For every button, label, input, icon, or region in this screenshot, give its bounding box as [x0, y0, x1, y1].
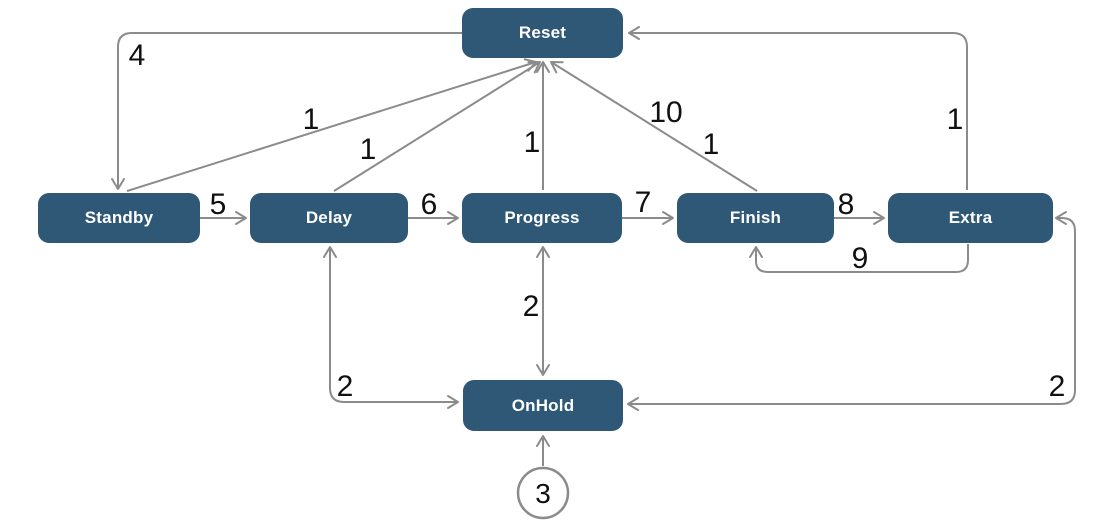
- start-state-circle: [516, 466, 570, 520]
- node-progress: Progress: [462, 193, 622, 243]
- edge-group: [111, 26, 1076, 466]
- edge-label-finish-extra: 8: [838, 188, 855, 221]
- edge-finish-reset: [550, 60, 758, 192]
- edge-label-delay-progress: 6: [421, 188, 438, 221]
- edge-label-finish-reset: 1: [703, 128, 720, 161]
- node-standby: Standby: [38, 193, 200, 243]
- node-label-onhold: OnHold: [511, 395, 575, 415]
- node-reset: Reset: [462, 8, 623, 58]
- edge-reset-standby: [111, 32, 462, 190]
- edge-extra-reset: [628, 26, 968, 190]
- edge-label-extra-onhold: 2: [1049, 370, 1066, 403]
- edge-label-group: 4 5 6 7 8 9 1 1 1 1 10 1 2 2 2: [129, 39, 1066, 403]
- node-delay: Delay: [250, 193, 408, 243]
- node-finish: Finish: [677, 193, 834, 243]
- edge-label-delay-reset: 1: [360, 133, 377, 166]
- node-label-progress: Progress: [504, 208, 580, 227]
- node-extra: Extra: [888, 193, 1053, 243]
- edge-delay-reset: [333, 61, 541, 192]
- edge-label-standby-delay: 5: [210, 188, 227, 221]
- start-state-label: 3: [535, 478, 551, 509]
- node-label-delay: Delay: [305, 208, 353, 227]
- edge-extra-onhold: [627, 211, 1076, 411]
- edge-label-progress-reset: 1: [524, 126, 541, 159]
- node-onhold: OnHold: [463, 380, 623, 431]
- edge-label-extra-finish: 9: [852, 242, 869, 275]
- edge-label-standby-reset: 1: [303, 103, 320, 136]
- edge-standby-reset: [126, 58, 537, 192]
- edge-label-extra-reset: 1: [947, 103, 964, 136]
- node-label-reset: Reset: [518, 23, 567, 42]
- edge-label-progress-finish: 7: [635, 186, 652, 219]
- node-label-standby: Standby: [84, 208, 154, 227]
- node-label-finish: Finish: [729, 208, 782, 227]
- edge-label-delay-onhold: 2: [337, 370, 354, 403]
- node-label-extra: Extra: [948, 208, 993, 227]
- edge-label-finish-reset-10: 10: [649, 96, 682, 129]
- edge-label-progress-onhold: 2: [523, 290, 540, 323]
- edge-label-reset-standby: 4: [129, 39, 146, 72]
- edge-delay-onhold: [323, 246, 459, 409]
